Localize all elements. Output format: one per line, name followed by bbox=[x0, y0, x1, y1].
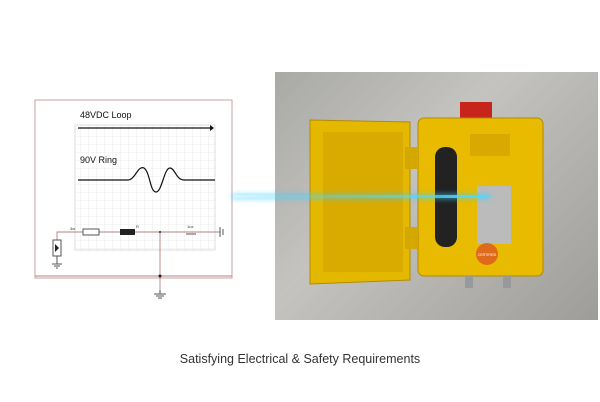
loop-label: 48VDC Loop bbox=[80, 110, 132, 120]
ring-label: 90V Ring bbox=[80, 155, 117, 165]
inductor-label: R bbox=[136, 224, 139, 229]
cap-label: 1ux bbox=[187, 224, 193, 229]
inductor bbox=[120, 229, 135, 235]
light-beam bbox=[232, 195, 490, 198]
badge-text: CERTIFIED bbox=[478, 253, 497, 257]
ring-waveform bbox=[78, 167, 215, 193]
resistor bbox=[82, 228, 100, 236]
resistor-label: 3w bbox=[70, 226, 75, 231]
beacon bbox=[460, 102, 492, 120]
caption: Satisfying Electrical & Safety Requireme… bbox=[179, 352, 421, 366]
